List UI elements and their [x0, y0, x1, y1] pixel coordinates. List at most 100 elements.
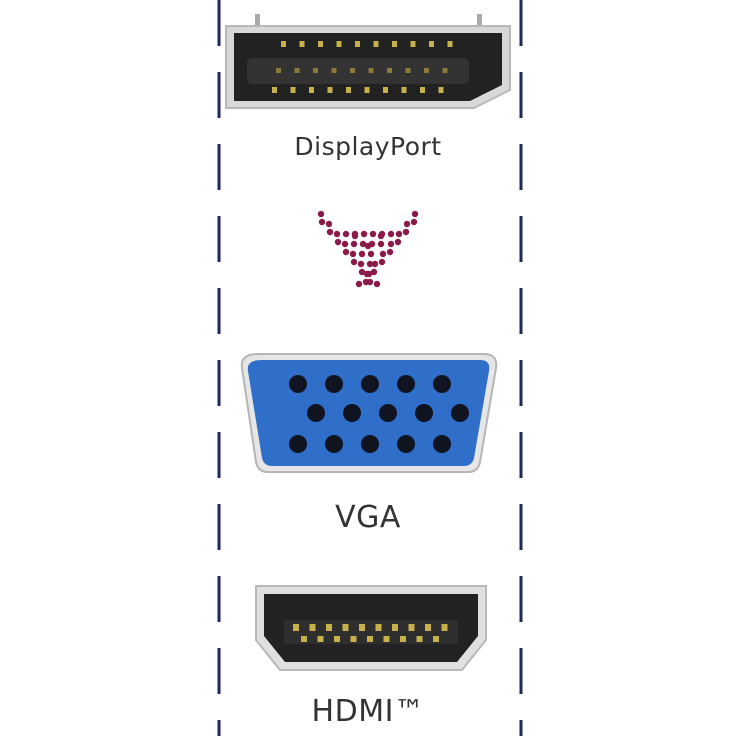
dp-pin	[281, 41, 286, 47]
dp-pin	[327, 87, 333, 93]
dp-pin	[350, 68, 355, 73]
vga-pins	[289, 375, 469, 453]
dp-pin	[438, 87, 444, 93]
dp-pin	[447, 41, 453, 47]
arrow-dot	[358, 268, 366, 276]
dp-pin	[383, 87, 388, 93]
dp-pin	[401, 87, 407, 93]
vga-pin	[325, 435, 343, 453]
arrow-dot	[379, 250, 387, 258]
arrow-dot	[369, 230, 377, 238]
hdmi-pin	[359, 624, 365, 631]
dp-pin	[290, 87, 296, 93]
arrow-dot	[410, 218, 418, 226]
vga-pin	[307, 404, 325, 422]
hdmi-pin	[392, 624, 398, 631]
dp-pin	[331, 68, 337, 73]
hdmi-pin	[350, 636, 357, 642]
hdmi-pin	[375, 624, 382, 631]
hdmi-pin	[433, 636, 439, 642]
hdmi-pin	[293, 624, 299, 631]
arrow-dot	[360, 230, 368, 238]
hdmi-pin	[425, 624, 431, 631]
hdmi-pins	[293, 624, 448, 642]
hdmi-pin	[317, 636, 324, 642]
vga-label: VGA	[335, 500, 401, 535]
vga-pin	[325, 375, 343, 393]
dp-pin	[442, 68, 448, 73]
arrow-dot	[350, 258, 358, 266]
arrow-dot	[377, 232, 385, 240]
hdmi-pin	[334, 636, 340, 642]
vga-pin	[433, 435, 451, 453]
hdmi-pin	[309, 624, 316, 631]
arrow-dot	[386, 248, 394, 256]
dp-pin	[276, 68, 281, 73]
displayport-label: DisplayPort	[294, 132, 442, 161]
arrow-dot	[378, 258, 386, 266]
dp-pin	[309, 87, 314, 93]
vga-pin	[289, 375, 307, 393]
arrow-dot	[325, 220, 333, 228]
vga-pin	[379, 404, 397, 422]
arrow-dot	[357, 260, 365, 268]
dp-pin	[272, 87, 277, 93]
arrow-dot	[341, 240, 349, 248]
arrow-dot	[395, 230, 403, 238]
arrow-dot	[394, 238, 402, 246]
dp-pin	[373, 41, 379, 47]
hdmi-pin	[326, 624, 332, 631]
arrow-dot	[342, 230, 350, 238]
hdmi-pin	[367, 636, 373, 642]
arrow-dot	[373, 280, 381, 288]
arrow-dot	[402, 228, 410, 236]
dp-pin	[336, 41, 342, 47]
arrow-dot	[377, 240, 385, 248]
arrow-dot	[333, 230, 341, 238]
arrow-dot	[364, 242, 372, 250]
hdmi-pin	[408, 624, 415, 631]
hdmi-pin	[301, 636, 307, 642]
arrow-dot	[358, 250, 366, 258]
arrow-dot	[342, 248, 350, 256]
hdmi-pin	[342, 624, 349, 631]
arrow-dot	[359, 240, 367, 248]
hdmi-label: HDMI™	[311, 694, 425, 729]
arrow-dot	[367, 250, 375, 258]
hdmi-pin	[441, 624, 448, 631]
arrow-dot	[366, 260, 374, 268]
dp-pin	[346, 87, 351, 93]
vga-pin	[397, 375, 415, 393]
arrow-dot	[371, 260, 379, 268]
arrow-dot	[326, 228, 334, 236]
hdmi-pin	[416, 636, 423, 642]
arrow-dot	[387, 230, 395, 238]
dp-pin	[387, 68, 392, 73]
dp-pin	[318, 41, 323, 47]
vga-pin	[361, 375, 379, 393]
dp-pin	[355, 41, 360, 47]
displayport-pins	[272, 41, 453, 93]
dp-pin	[392, 41, 397, 47]
dp-pin	[299, 41, 305, 47]
arrow-dot	[317, 210, 325, 218]
arrow-dot	[411, 210, 419, 218]
vga-pin	[451, 404, 469, 422]
arrow-dot	[363, 270, 371, 278]
arrow-dot	[362, 278, 370, 286]
vga-pin	[415, 404, 433, 422]
dp-pin	[410, 41, 416, 47]
dp-pin	[294, 68, 300, 73]
vga-pin	[361, 435, 379, 453]
arrow-dot	[370, 268, 378, 276]
arrow-dot	[318, 218, 326, 226]
vga-pin	[289, 435, 307, 453]
vga-pin	[397, 435, 415, 453]
vga-pin	[343, 404, 361, 422]
arrow-dot	[403, 220, 411, 228]
dp-pin	[424, 68, 429, 73]
